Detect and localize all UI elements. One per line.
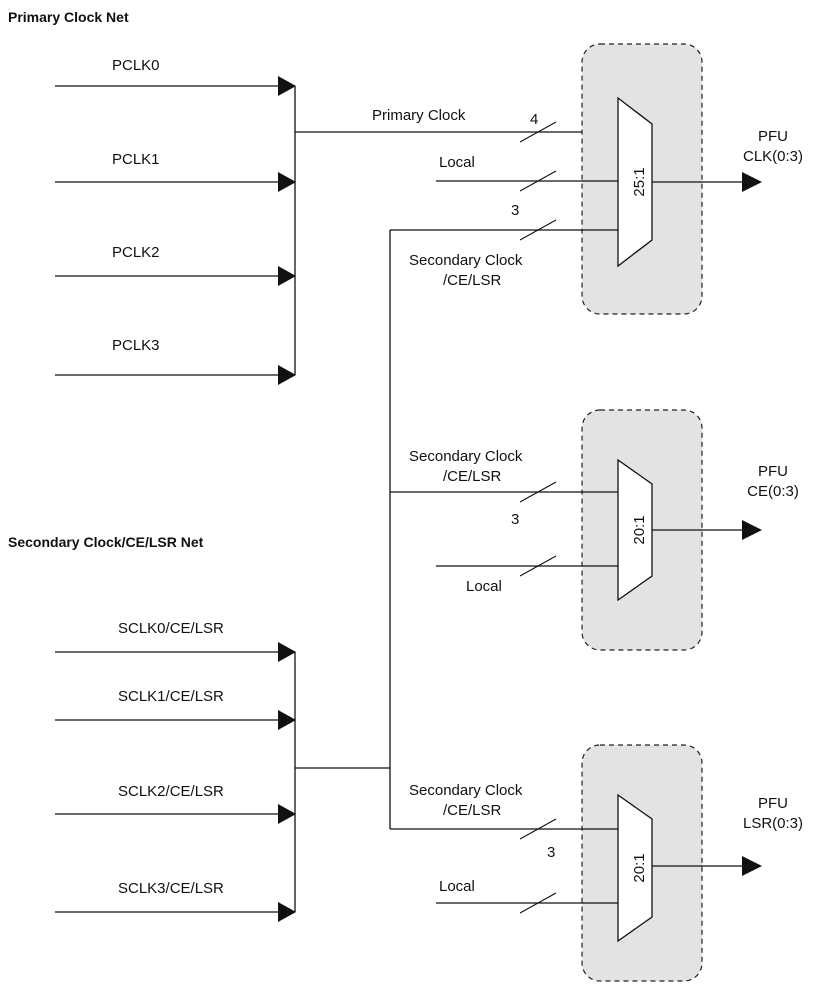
- mux-clk-output-label-2: CLK(0:3): [743, 148, 803, 165]
- mux-clk-secondary-width: 3: [511, 202, 519, 219]
- pclk1-label: PCLK1: [112, 151, 160, 168]
- mux-clk-local-label: Local: [439, 154, 475, 171]
- mux-ce-local-bus-tick: [519, 555, 557, 577]
- mux-clk-block: 25:1 Primary Clock 4 Local 3 Secondary C…: [372, 43, 803, 315]
- sclk3-arrow: [278, 902, 296, 922]
- mux-clk-primary-label: Primary Clock: [372, 107, 466, 124]
- mux-clk-output-label-1: PFU: [758, 128, 788, 145]
- pclk3-arrow: [278, 365, 296, 385]
- mux-ce-secondary-label-1: Secondary Clock: [409, 448, 523, 465]
- pclk3-label: PCLK3: [112, 337, 160, 354]
- pclk2-arrow: [278, 266, 296, 286]
- pclk0-label: PCLK0: [112, 57, 160, 74]
- mux-clk-local-bus-tick: [519, 170, 557, 192]
- mux-ce-output-label-1: PFU: [758, 463, 788, 480]
- sclk0-label: SCLK0/CE/LSR: [118, 620, 224, 637]
- sclk1-arrow: [278, 710, 296, 730]
- mux-clk-secondary-bus-tick: [519, 219, 557, 241]
- sclk2-arrow: [278, 804, 296, 824]
- primary-net-title: Primary Clock Net: [8, 9, 129, 25]
- mux-ce-secondary-width: 3: [511, 511, 519, 528]
- sclk2-label: SCLK2/CE/LSR: [118, 783, 224, 800]
- mux-lsr-ratio: 20:1: [631, 853, 648, 882]
- secondary-inputs: SCLK0/CE/LSR SCLK1/CE/LSR SCLK2/CE/LSR S…: [55, 230, 391, 922]
- pclk0-arrow: [278, 76, 296, 96]
- mux-ce-secondary-bus-tick: [519, 481, 557, 503]
- mux-lsr-local-bus-tick: [519, 892, 557, 914]
- mux-lsr-secondary-bus-tick: [519, 818, 557, 840]
- mux-ce-output-label-2: CE(0:3): [747, 483, 799, 500]
- pclk2-label: PCLK2: [112, 244, 160, 261]
- primary-inputs: PCLK0 PCLK1 PCLK2 PCLK3: [55, 57, 618, 385]
- mux-clk-primary-width: 4: [530, 111, 538, 128]
- mux-ce-local-label: Local: [466, 578, 502, 595]
- sclk3-label: SCLK3/CE/LSR: [118, 880, 224, 897]
- mux-lsr-secondary-label-1: Secondary Clock: [409, 782, 523, 799]
- mux-lsr: [617, 793, 653, 943]
- mux-lsr-output-arrow: [742, 856, 762, 876]
- mux-clk-secondary-label-1: Secondary Clock: [409, 252, 523, 269]
- mux-lsr-secondary-label-2: /CE/LSR: [443, 802, 502, 819]
- mux-clk: [617, 96, 653, 268]
- mux-lsr-secondary-width: 3: [547, 844, 555, 861]
- mux-ce-output-arrow: [742, 520, 762, 540]
- mux-ce-secondary-label-2: /CE/LSR: [443, 468, 502, 485]
- secondary-net-title: Secondary Clock/CE/LSR Net: [8, 534, 204, 550]
- pclk1-arrow: [278, 172, 296, 192]
- sclk1-label: SCLK1/CE/LSR: [118, 688, 224, 705]
- mux-ce-ratio: 20:1: [631, 515, 648, 544]
- mux-lsr-output-label-1: PFU: [758, 795, 788, 812]
- mux-ce: [617, 458, 653, 602]
- mux-clk-primary-bus-tick: [519, 121, 557, 143]
- sclk0-arrow: [278, 642, 296, 662]
- mux-clk-secondary-label-2: /CE/LSR: [443, 272, 502, 289]
- mux-lsr-output-label-2: LSR(0:3): [743, 815, 803, 832]
- mux-clk-ratio: 25:1: [631, 167, 648, 196]
- mux-lsr-local-label: Local: [439, 878, 475, 895]
- mux-ce-block: 20:1 Secondary Clock /CE/LSR 3 Local PFU…: [390, 409, 799, 651]
- mux-lsr-block: 20:1 Secondary Clock /CE/LSR 3 Local PFU…: [390, 744, 803, 982]
- mux-clk-output-arrow: [742, 172, 762, 192]
